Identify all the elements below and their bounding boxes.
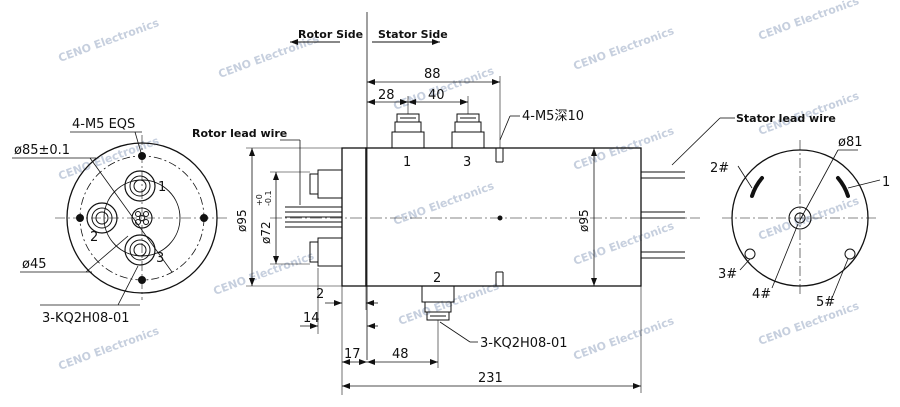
port-1-label: 1 (158, 180, 166, 195)
side-fittings-label: 3-KQ2H08-01 (480, 336, 568, 351)
mark-2-label: 2# (710, 161, 729, 176)
diameter-45-label: ø45 (22, 257, 47, 272)
side-port-1-label: 1 (403, 155, 411, 170)
rotor-lead-wire-label: Rotor lead wire (192, 127, 287, 140)
port-3-label: 3 (156, 251, 164, 266)
stator-lead-wire-label: Stator lead wire (736, 112, 836, 125)
mark-4-label: 4# (752, 287, 771, 302)
dim-40-label: 40 (428, 88, 445, 103)
holes-depth-label: 4-M5深10 (522, 109, 584, 124)
watermark: CENO Electronics (757, 194, 862, 243)
tolerance-upper: +0 (255, 194, 264, 206)
dim-95-body-label: ø95 (577, 209, 591, 232)
watermark: CENO Electronics (392, 179, 497, 228)
holes-label: 4-M5 EQS (72, 117, 135, 132)
watermark: CENO Electronics (57, 16, 162, 65)
mark-5-label: 5# (816, 295, 835, 310)
dim-14-label: 14 (303, 311, 320, 326)
mark-1-label: 1 (882, 175, 890, 190)
diameter-81-label: ø81 (838, 135, 863, 150)
dim-88-label: 88 (424, 67, 441, 82)
diameter-85-label: ø85±0.1 (14, 143, 70, 158)
watermark: CENO Electronics (572, 24, 677, 73)
left-end-view (12, 131, 230, 306)
side-port-2-label: 2 (433, 271, 441, 286)
side-view-labels: Rotor Side Stator Side Rotor lead wire S… (192, 28, 836, 386)
fittings-label: 3-KQ2H08-01 (42, 311, 130, 326)
stator-side-label: Stator Side (378, 28, 448, 41)
mark-3-label: 3# (718, 267, 737, 282)
side-view (246, 12, 735, 395)
watermark: CENO Electronics (212, 249, 317, 298)
watermark: CENO Electronics (57, 134, 162, 183)
right-end-view (722, 140, 881, 299)
side-port-3-label: 3 (463, 155, 471, 170)
watermark: CENO Electronics (57, 324, 162, 373)
dim-17-label: 17 (344, 347, 361, 362)
dim-231-label: 231 (478, 371, 503, 386)
watermark: CENO Electronics (572, 314, 677, 363)
dim-48-label: 48 (392, 347, 409, 362)
dim-2-label: 2 (316, 287, 324, 302)
dim-28-label: 28 (378, 88, 395, 103)
left-end-view-labels: 4-M5 EQS ø85±0.1 ø45 3-KQ2H08-01 1 2 3 (14, 117, 166, 326)
dim-95-flange-label: ø95 (235, 209, 249, 232)
watermark: CENO Electronics (757, 299, 862, 348)
port-2-label: 2 (90, 230, 98, 245)
right-end-view-labels: ø81 2# 1 3# 4# 5# (710, 135, 890, 310)
dim-72-label: ø72 (259, 221, 273, 244)
watermark: CENO Electronics (757, 0, 862, 43)
rotor-side-label: Rotor Side (298, 28, 363, 41)
tolerance-lower: -0.1 (264, 190, 273, 206)
